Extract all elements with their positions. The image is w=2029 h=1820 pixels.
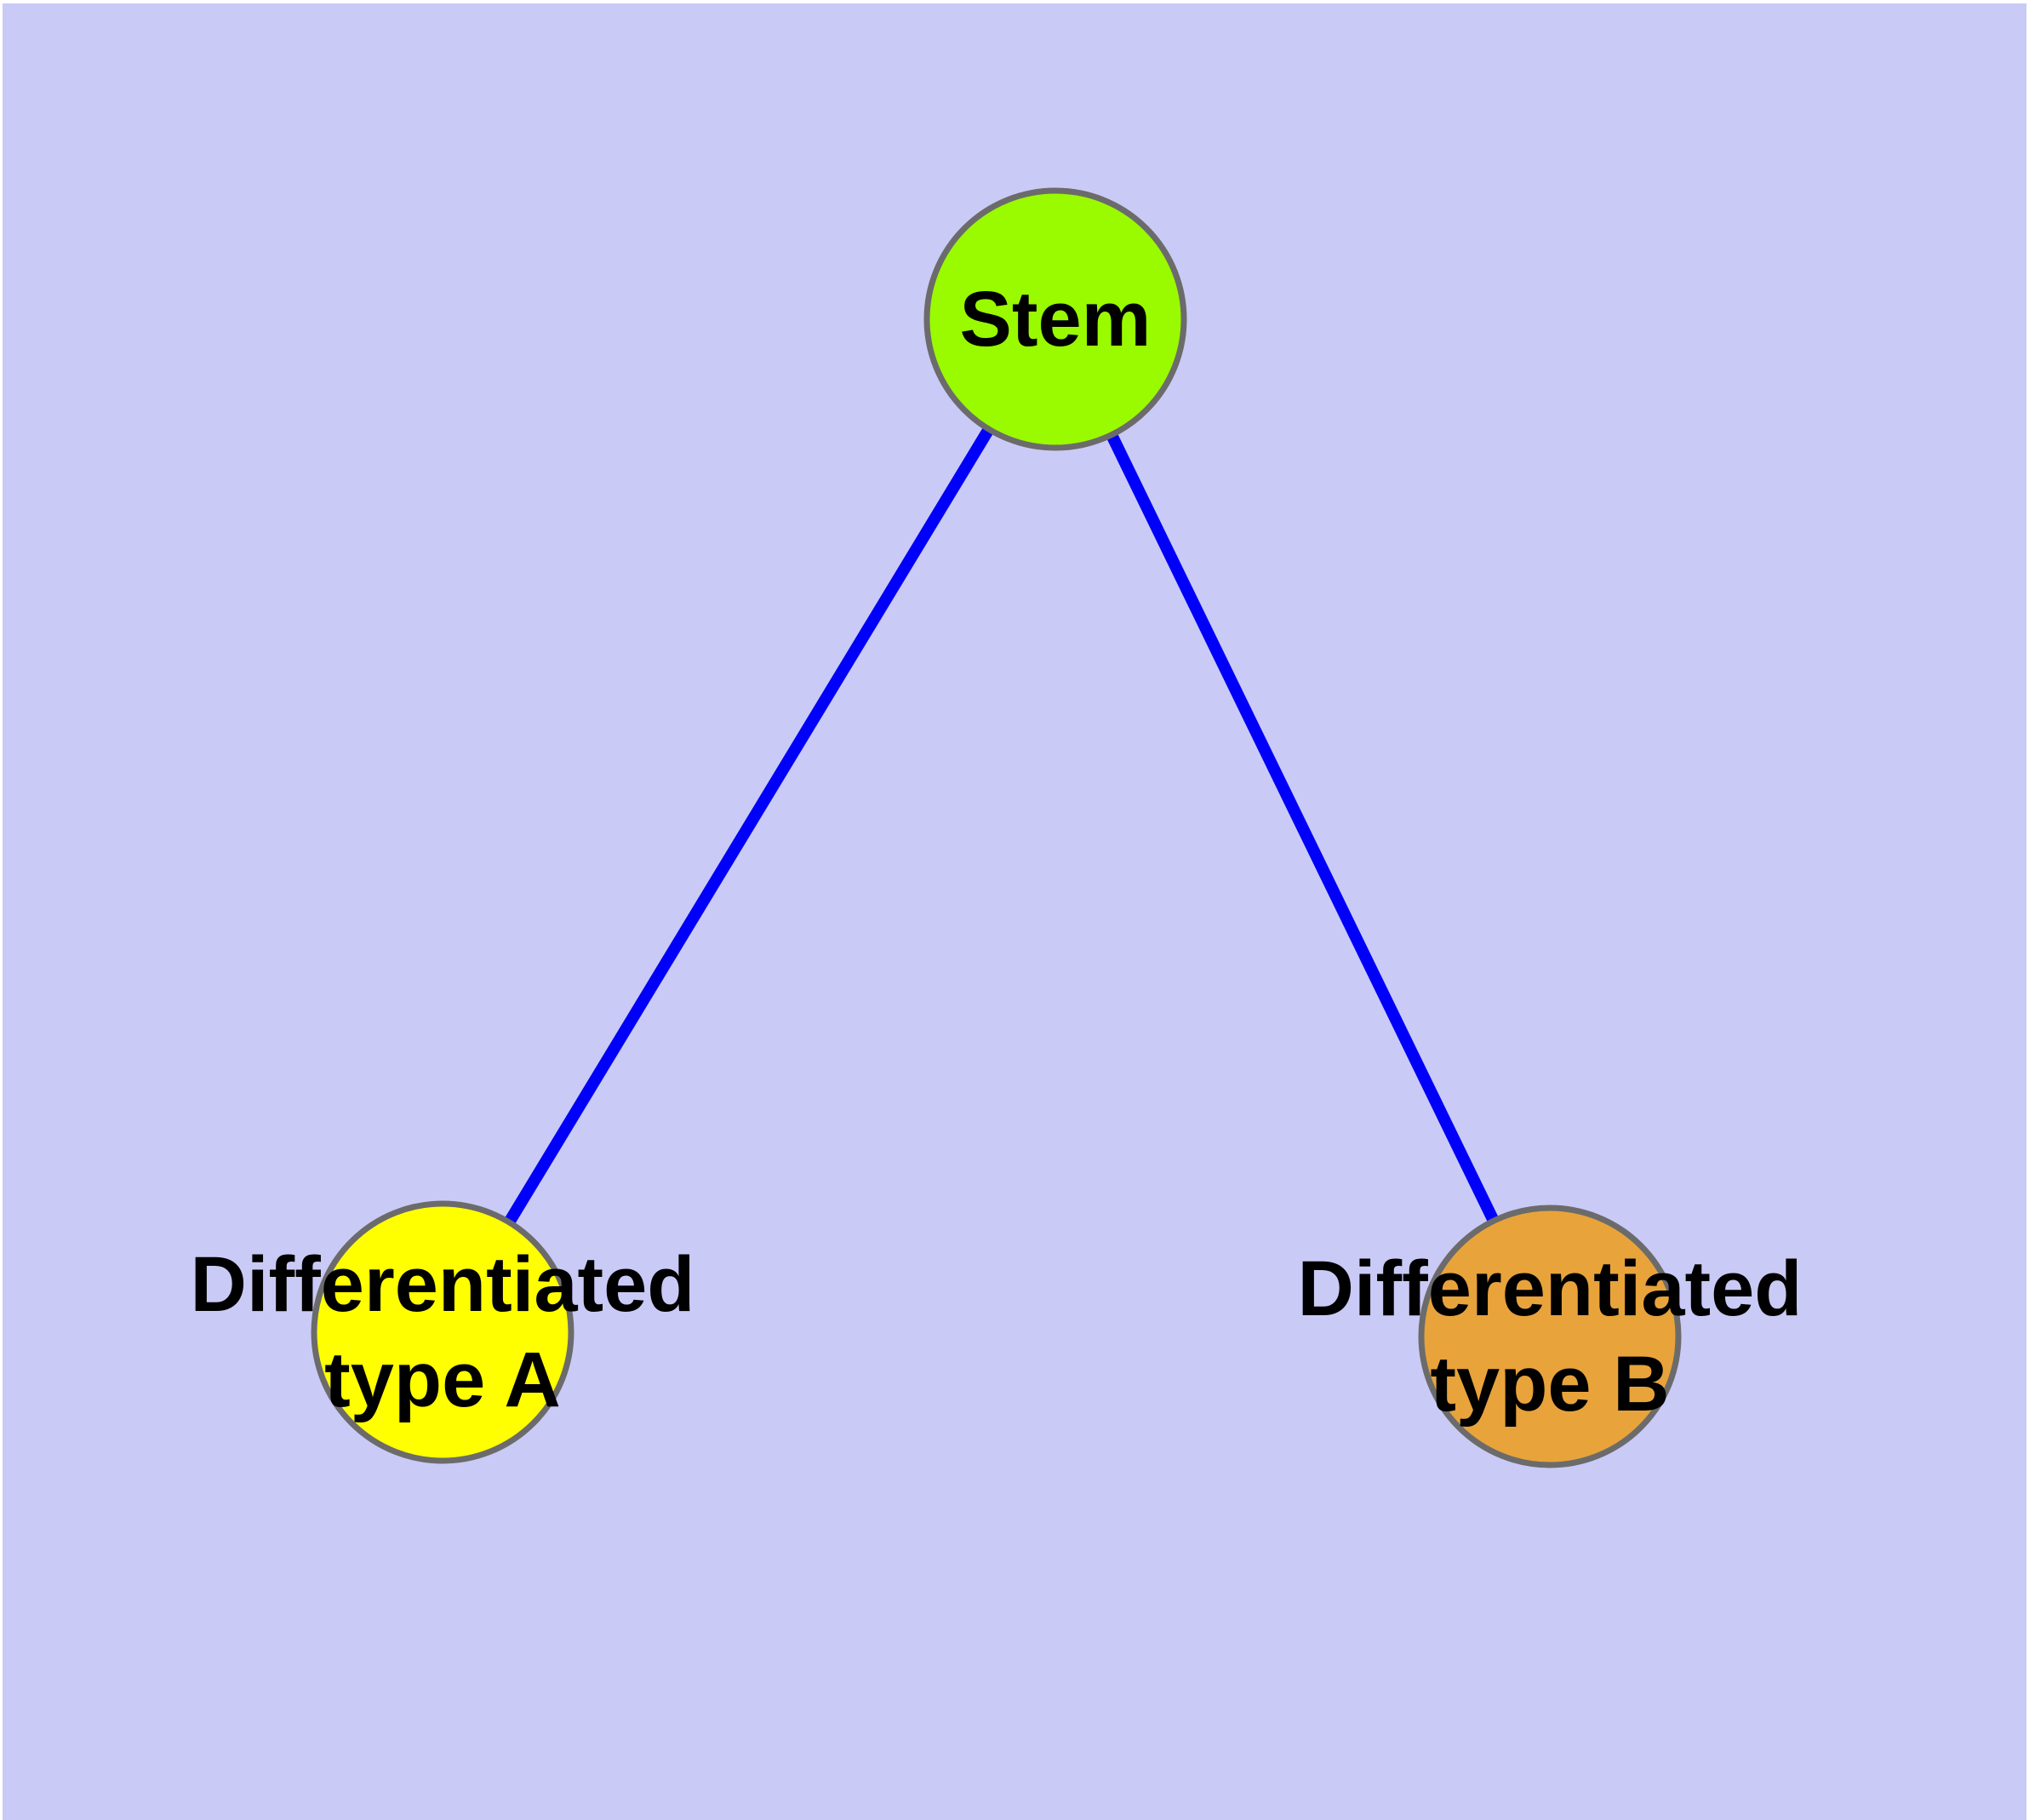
node-type-a-label: Differentiated type A <box>190 1241 695 1423</box>
node-stem <box>923 187 1187 451</box>
edge-stem-to-type-b <box>1049 316 1556 1340</box>
node-stem-label: Stem <box>959 276 1152 363</box>
node-type-b-label: Differentiated type B <box>1297 1245 1803 1428</box>
node-differentiated-type-a <box>311 1200 574 1464</box>
edge-stem-to-type-a <box>437 316 1060 1336</box>
node-differentiated-type-b <box>1418 1205 1682 1468</box>
